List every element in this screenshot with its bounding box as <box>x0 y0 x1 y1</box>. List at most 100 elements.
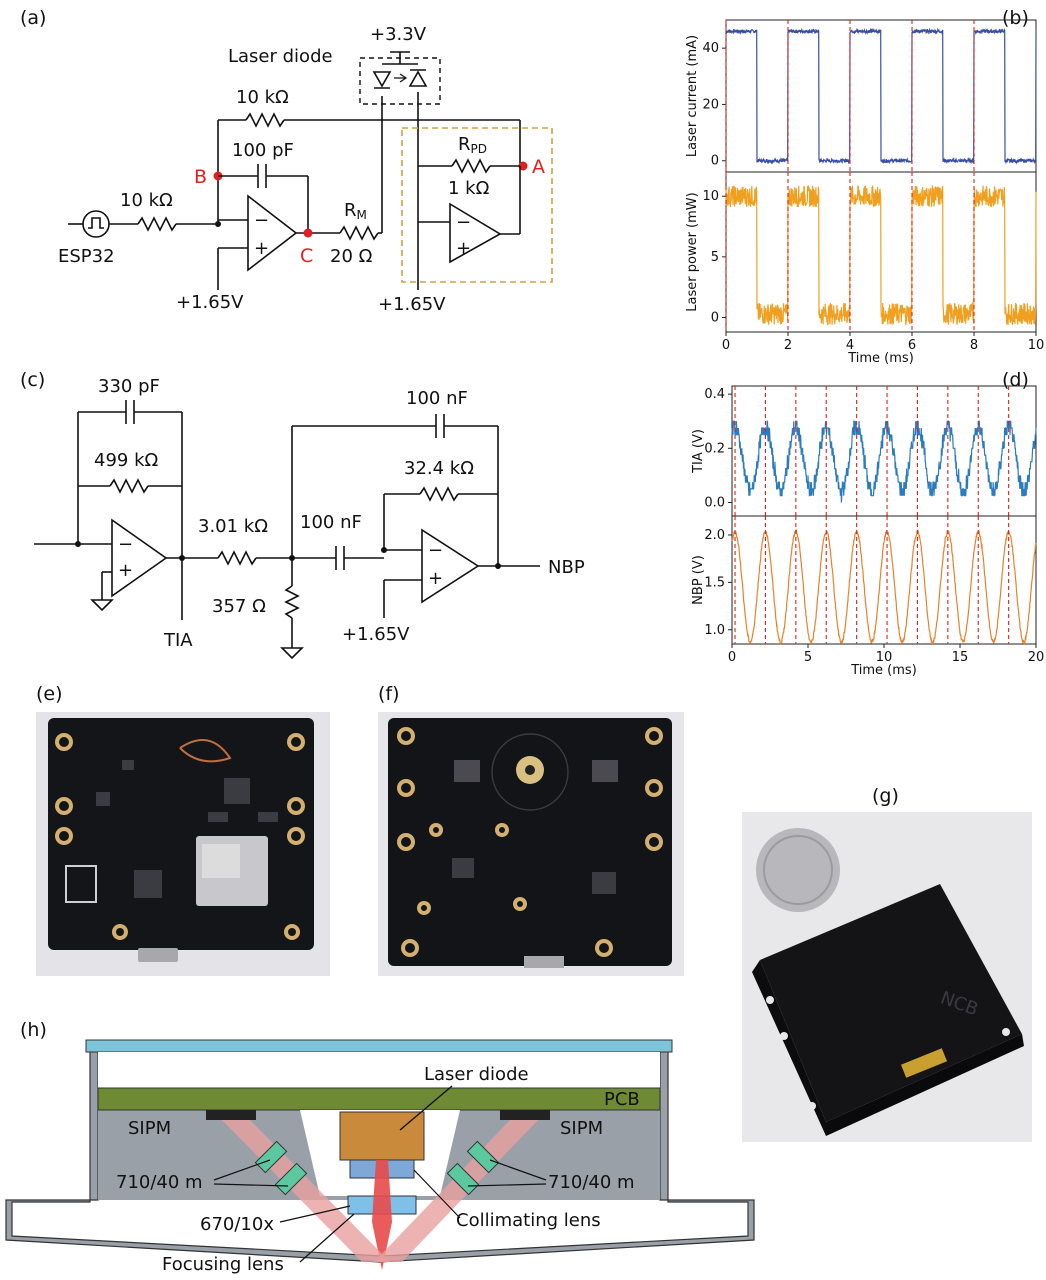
filter-left-2 <box>274 1162 308 1196</box>
beam-right <box>374 1120 538 1262</box>
bias-2-label: +1.65V <box>378 294 446 315</box>
svg-text:−: − <box>428 540 443 561</box>
feedback-resistor <box>245 112 285 128</box>
fb-resistor <box>419 486 459 502</box>
photo-f-pcb-bottom <box>378 712 684 976</box>
panel-label-b: (b) <box>1002 7 1029 29</box>
xtick-label-b-bottom-2: 4 <box>846 338 854 353</box>
sipm-left-label: SIPM <box>128 1118 171 1139</box>
jumper-wire <box>179 739 232 763</box>
panel-label-h: (h) <box>20 1019 47 1041</box>
tia-resistor <box>109 478 149 494</box>
photodiode-symbol <box>408 69 428 87</box>
diagram-h: PCB SIPM SIPM Laser diode 710/40 m 710/4… <box>5 1039 755 1275</box>
ylabel-d-top: TIA (V) <box>691 429 706 474</box>
node-c-dot <box>303 228 313 238</box>
panel-label-c: (c) <box>20 369 45 391</box>
node-a-label: A <box>532 156 545 178</box>
ylabel-b-top: Laser current (mA) <box>685 35 700 157</box>
ytick-label-b-bottom-2: 10 <box>702 189 719 204</box>
circuit-c: 330 pF 499 kΩ − + TIA 3.01 kΩ 357 Ω 100 … <box>34 376 585 660</box>
laser-diode-symbol <box>372 71 392 89</box>
xtick-label-b-bottom-4: 8 <box>970 338 978 353</box>
series-cap-label: 100 nF <box>300 512 362 533</box>
xtick-label-d-bottom-2: 10 <box>876 650 893 665</box>
svg-text:+: + <box>254 238 269 259</box>
pcb-layer <box>97 1087 661 1111</box>
lid <box>85 1039 673 1053</box>
fb-resistor-label: 32.4 kΩ <box>404 458 474 479</box>
rpd-label: RPD <box>458 134 487 156</box>
rm-resistor <box>339 225 379 241</box>
svg-text:−: − <box>118 534 133 555</box>
ytick-label-b-bottom-1: 5 <box>711 250 719 265</box>
xlabel-d-bottom: Time (ms) <box>850 663 917 678</box>
laser-diode-part <box>339 1111 425 1161</box>
xtick-label-d-bottom-1: 5 <box>804 650 812 665</box>
xtick-label-d-bottom-3: 15 <box>952 650 969 665</box>
pcb-label: PCB <box>604 1089 640 1110</box>
photo-g-enclosure: NCB <box>742 812 1032 1142</box>
tia-cap-label: 330 pF <box>98 376 160 397</box>
series-resistor-label: 3.01 kΩ <box>198 516 268 537</box>
xtick-label-b-bottom-0: 0 <box>722 338 730 353</box>
svg-text:−: − <box>254 210 269 231</box>
sipm-left <box>206 1110 256 1120</box>
ytick-label-d-top-0: 0.0 <box>704 495 725 510</box>
fb-cap-label: 100 nF <box>406 388 468 409</box>
shunt-resistor <box>284 585 300 619</box>
svg-text:+: + <box>118 560 133 581</box>
ytick-label-b-top-0: 0 <box>711 154 719 169</box>
sipm-right-label: SIPM <box>560 1118 603 1139</box>
ytick-label-d-bottom-2: 2.0 <box>704 528 725 543</box>
tia-box <box>401 127 553 283</box>
input-resistor <box>137 216 177 232</box>
opamp-2 <box>449 202 502 264</box>
xtick-label-d-bottom-0: 0 <box>728 650 736 665</box>
photo-e-pcb-top <box>36 712 330 976</box>
laser-diode-label: Laser diode <box>228 46 333 67</box>
supply-label: +3.3V <box>370 24 427 45</box>
usb-connector <box>138 948 178 962</box>
bias-1-label: +1.65V <box>176 292 244 313</box>
panel-label-a: (a) <box>20 7 46 29</box>
focusing-label: Focusing lens <box>162 1254 284 1275</box>
laser-beam <box>372 1160 392 1270</box>
ytick-label-d-bottom-0: 1.0 <box>704 623 725 638</box>
panel-label-f: (f) <box>378 683 400 705</box>
axes-frame-d-bottom <box>731 515 1037 645</box>
rpd-value-label: 1 kΩ <box>448 178 490 199</box>
series-line-b-bottom <box>725 185 1037 326</box>
filter-left-label: 710/40 m <box>116 1172 203 1193</box>
rpd-resistor <box>451 158 491 174</box>
svg-text:+: + <box>428 568 443 589</box>
opamp-nbp <box>421 528 480 604</box>
ylabel-b-bottom: Laser power (mW) <box>685 192 700 311</box>
svg-text:+: + <box>456 238 471 259</box>
xtick-label-b-bottom-1: 2 <box>784 338 792 353</box>
circuit-a: ESP32 10 kΩ B 10 kΩ 100 pF − + +1.65V C <box>58 24 553 315</box>
filter-right-label: 710/40 m <box>548 1172 635 1193</box>
series-resistor <box>217 550 257 566</box>
opamp-1 <box>247 194 298 272</box>
filter-left-1 <box>254 1140 288 1174</box>
laser-diode-h-label: Laser diode <box>424 1064 529 1085</box>
enclosure-body <box>760 884 1022 1122</box>
ground-icon <box>90 599 114 612</box>
sipm-right <box>500 1110 550 1120</box>
ytick-label-d-top-2: 0.4 <box>704 387 725 402</box>
nbp-output-label: NBP <box>548 557 585 578</box>
ylabel-d-bottom: NBP (V) <box>691 555 706 605</box>
ytick-label-b-top-2: 40 <box>702 41 719 56</box>
feedback-cap-label: 100 pF <box>232 140 294 161</box>
panel-label-g: (g) <box>872 785 899 807</box>
opamp-tia <box>111 518 168 598</box>
pulse-icon <box>88 217 104 229</box>
collimating-label: Collimating lens <box>456 1210 601 1231</box>
panel-label-e: (e) <box>36 683 63 705</box>
series-line-d-bottom <box>731 528 1037 646</box>
panel-label-d: (d) <box>1002 369 1029 391</box>
rm-value-label: 20 Ω <box>330 246 373 267</box>
